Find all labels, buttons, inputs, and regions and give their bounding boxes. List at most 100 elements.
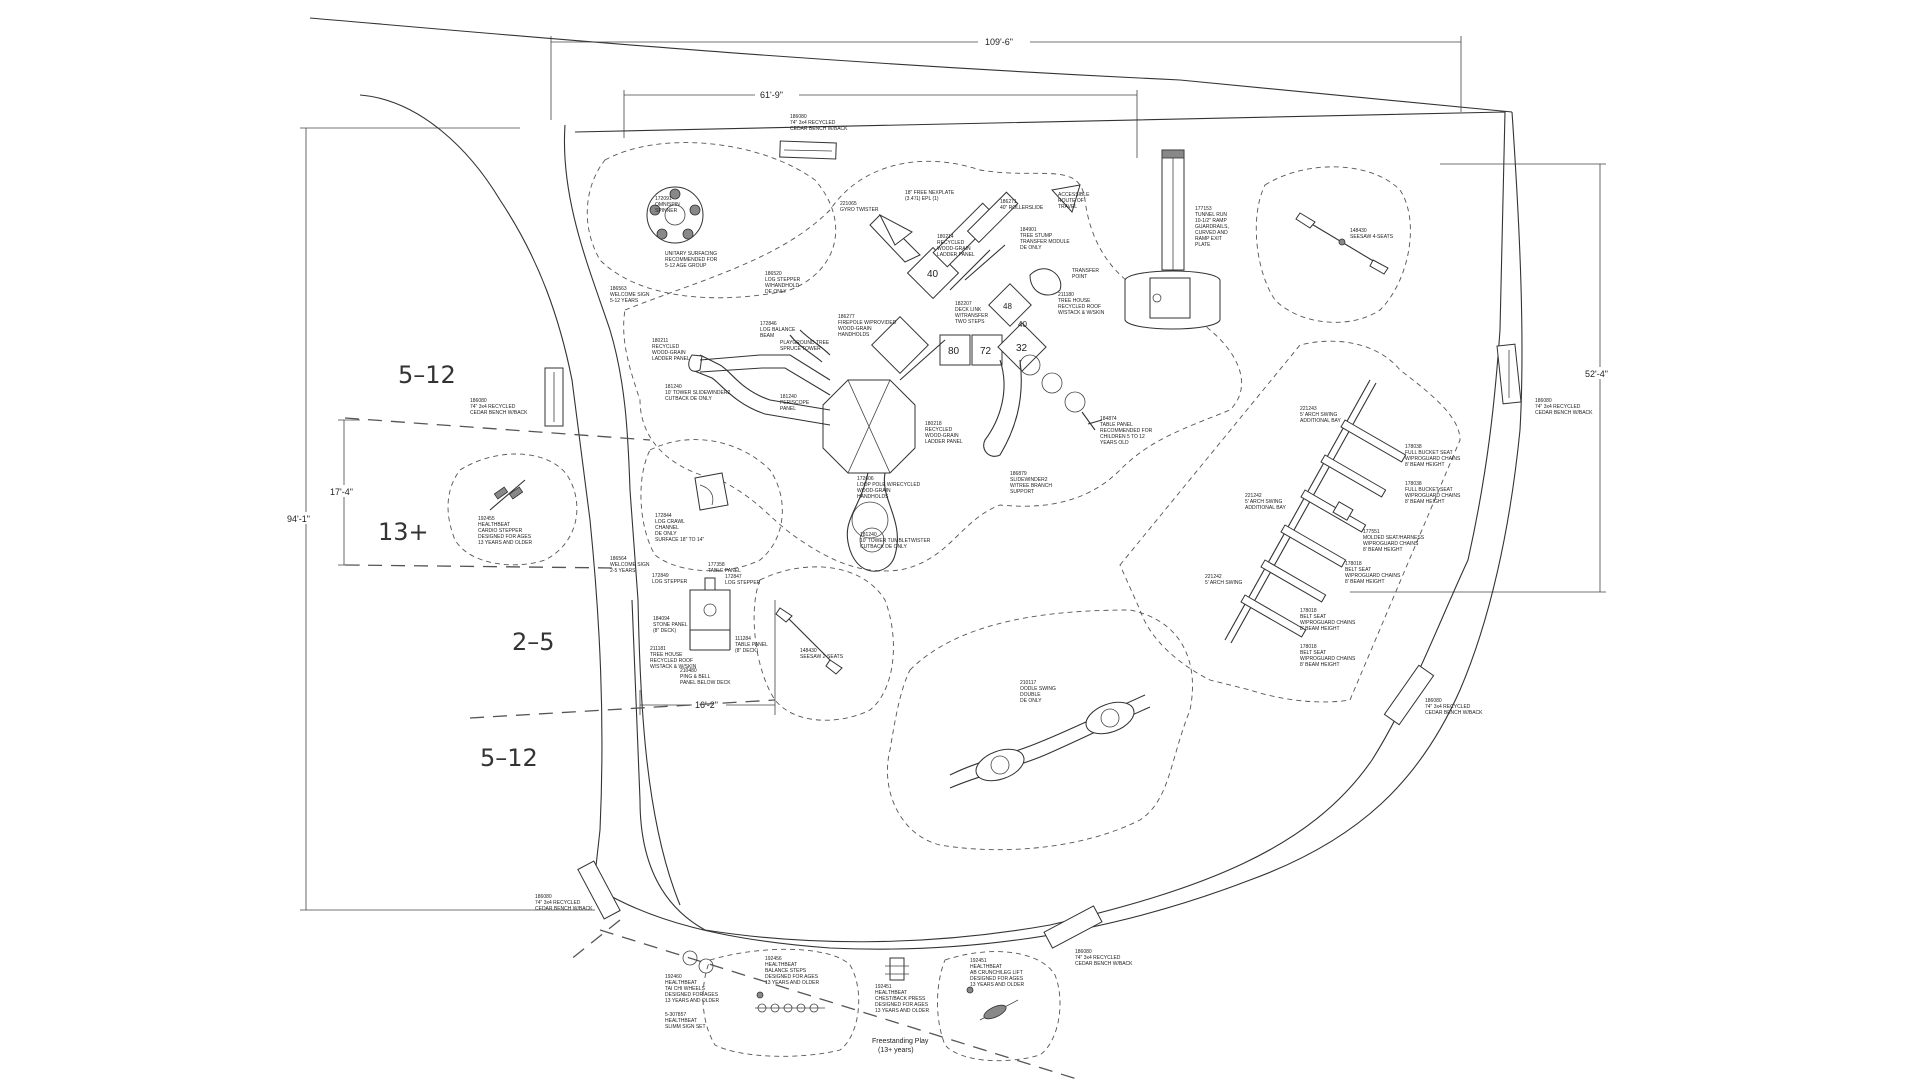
zone-divider-25-top	[344, 564, 616, 569]
note-line: 178018	[1300, 644, 1317, 650]
note-line: 5' ARCH SWING	[1245, 499, 1282, 505]
deck-num-48: 48	[1003, 302, 1012, 311]
swing-seat-2	[1320, 454, 1387, 498]
dim-structure-width: 61'-9"	[760, 90, 783, 100]
note-line: 192460	[665, 974, 682, 980]
note-line: W/TRANSFER	[955, 313, 988, 319]
note-line: 2-5 YEARS	[610, 568, 636, 574]
note-line: YEARS OLD	[1100, 440, 1129, 446]
play-structure: 40 80 72 32 48 40	[688, 191, 1103, 572]
note-line: GYRO TWISTER	[840, 207, 879, 213]
dimension-structure-width: 61'-9"	[623, 88, 1138, 158]
note-line: FIREPOLE W/PROVIDED	[838, 320, 897, 326]
note-line: 74" 3x4 RECYCLED	[470, 404, 516, 410]
note-line: 186271	[1000, 199, 1017, 205]
note-line: DESIGNED FOR AGES	[765, 974, 819, 980]
note-line: 10' TOWER TUMBLETWISTER	[860, 538, 931, 544]
path-lower	[599, 111, 1523, 950]
note-line: 5' ARCH SWING	[1300, 412, 1337, 418]
note-line: 211180	[1058, 292, 1074, 298]
zone-label-13-plus: 13+	[378, 518, 429, 546]
note-line: 10' TOWER SLIDEWINDER2	[665, 390, 730, 396]
note-line: 210480	[680, 668, 697, 674]
note-line: TABLE PANEL	[1100, 422, 1133, 428]
note-line: POINT	[1072, 274, 1087, 280]
zone-label-5-12-lower: 5–12	[480, 744, 538, 772]
note-line: (3.4'/1) EPL (1)	[905, 196, 939, 202]
note-line: PLATE	[1195, 242, 1211, 248]
note-line: 186080	[1425, 698, 1442, 704]
note-line: 8' BEAM HEIGHT	[1300, 662, 1340, 668]
note-line: 180214	[937, 234, 954, 240]
freestanding-b-zone	[937, 951, 1061, 1062]
note-line: STONE PANEL	[653, 622, 688, 628]
bench-top	[779, 140, 837, 160]
log-crawl-use-zone	[640, 439, 783, 572]
swing-set	[1224, 379, 1407, 644]
note-line: DE ONLY	[655, 531, 677, 537]
note-line: LOG BALANCE	[760, 327, 796, 333]
note-line: HANDHOLDS	[838, 332, 870, 338]
walkway-left-inner	[563, 124, 681, 906]
note-line: WOOD-GRAIN	[937, 246, 971, 252]
note-line: AB CRUNCH/LEG LIFT	[970, 970, 1023, 976]
note-line: TWO STEPS	[955, 319, 985, 325]
note-line: 13 YEARS AND OLDER	[478, 540, 532, 546]
note-line: SPRUCE TOWER	[780, 346, 821, 352]
note-line: DESIGNED FOR AGES	[875, 1002, 929, 1008]
note-line: SPINNER	[655, 208, 678, 214]
dim-overall-width: 109'-6"	[985, 37, 1013, 47]
note-line: GUARDRAILS,	[1195, 224, 1229, 230]
deck-num-40: 40	[927, 269, 939, 280]
log-crawl	[694, 472, 729, 511]
note-line: DOUBLE	[1020, 692, 1041, 698]
note-line: DESIGNED FOR AGES	[665, 992, 719, 998]
note-line: 74" 3x4 RECYCLED	[535, 900, 581, 906]
note-line: HEALTHBEAT	[665, 980, 697, 986]
note-line: W/PROGUARD CHAINS	[1405, 493, 1461, 499]
note-line: LADDER PANEL	[652, 356, 690, 362]
health-cardio-stepper	[489, 479, 526, 511]
note-line: 221243	[1300, 406, 1317, 412]
note-line: PLAYGROUND TREE	[780, 340, 830, 346]
note-line: 186563	[610, 286, 627, 292]
note-line: SLIDEWINDER2	[1010, 477, 1048, 483]
note-line: RECYCLED ROOF	[650, 658, 693, 664]
note-line: W/STACK & W/SKIN	[1058, 310, 1105, 316]
note-line: WELCOME SIGN	[610, 292, 650, 298]
oodle-use-zone	[887, 609, 1193, 851]
note-line: 18" FREE NEXPLATE	[905, 190, 955, 196]
note-line: CUTBACK DE ONLY	[665, 396, 713, 402]
note-line: TREE STUMP	[1020, 233, 1053, 239]
note-line: LOOP POLE W/RECYCLED	[857, 482, 921, 488]
note-line: 172849	[652, 573, 669, 579]
note-line: 74" 3x4 RECYCLED	[1425, 704, 1471, 710]
note-line: HEALTHBEAT	[765, 962, 797, 968]
note-line: TREE HOUSE	[1058, 298, 1091, 304]
dimension-overall-height: 94'-1"	[284, 127, 595, 911]
swing-seat-6	[1240, 594, 1307, 638]
note-line: 192451	[970, 958, 987, 964]
deck-48	[988, 283, 1032, 327]
dimension-13-area: 17'-4"	[328, 419, 362, 566]
dim-toddler-width: 16'-2"	[695, 700, 718, 710]
note-line: W/PROGUARD CHAINS	[1345, 573, 1401, 579]
